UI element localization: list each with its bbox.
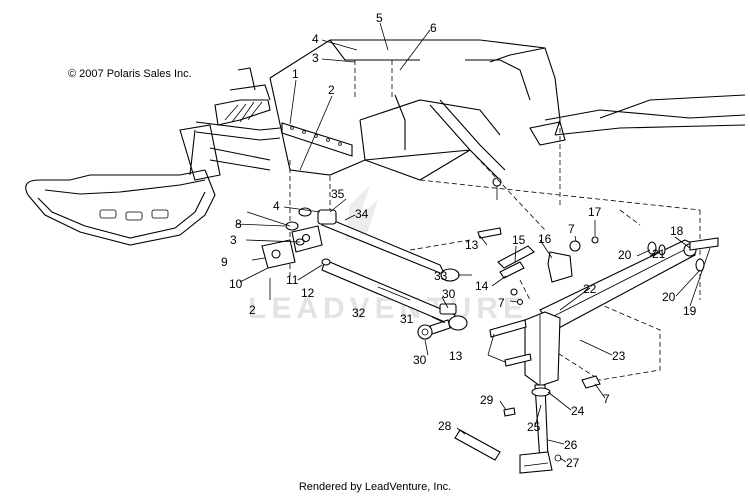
callout-7b: 7 [568, 222, 575, 236]
callout-5: 5 [376, 11, 383, 25]
callout-25: 25 [527, 420, 541, 434]
callout-12: 12 [301, 286, 315, 300]
callout-29: 29 [480, 393, 494, 407]
callout-4: 4 [312, 32, 319, 46]
callout-10: 10 [229, 277, 243, 291]
callout-7a: 7 [498, 296, 505, 310]
callout-24: 24 [571, 404, 585, 418]
callout-17: 17 [588, 205, 602, 219]
watermark-text: LEADVENTURE [248, 292, 528, 325]
callout-4b: 4 [273, 199, 280, 213]
callout-20b: 20 [662, 290, 676, 304]
callout-8: 8 [235, 217, 242, 231]
callout-7c: 7 [603, 392, 610, 406]
callout-34: 34 [355, 207, 369, 221]
callout-20a: 20 [618, 248, 632, 262]
callout-31: 31 [400, 312, 414, 326]
leader-lines [235, 22, 711, 463]
callout-27: 27 [566, 456, 580, 470]
callout-2: 2 [328, 83, 335, 97]
callout-11: 11 [286, 273, 299, 287]
chassis-drawing [269, 39, 746, 381]
callout-30b: 30 [413, 353, 427, 367]
callout-6: 6 [430, 21, 437, 35]
callout-15: 15 [512, 233, 526, 247]
callout-18: 18 [670, 224, 684, 238]
callout-26: 26 [564, 438, 578, 452]
callout-16: 16 [538, 232, 552, 246]
callout-13: 13 [465, 238, 479, 252]
callout-33: 33 [434, 269, 448, 283]
ski-assembly-drawing [25, 67, 281, 246]
footer-credit: Rendered by LeadVenture, Inc. [299, 481, 451, 493]
callout-1: 1 [292, 67, 299, 81]
callout-3b: 3 [230, 233, 237, 247]
callout-labels: 1 2 3 4 5 6 8 4 3 9 10 11 12 2 35 34 32 … [221, 11, 697, 470]
callout-14: 14 [475, 279, 489, 293]
callout-30: 30 [442, 287, 456, 301]
callout-28: 28 [438, 419, 452, 433]
radius-rods-drawing [261, 207, 468, 340]
callout-32: 32 [352, 306, 366, 320]
callout-3: 3 [312, 51, 319, 65]
callout-2b: 2 [249, 303, 256, 317]
callout-23: 23 [612, 349, 626, 363]
watermark: LEADVENTURE [248, 185, 528, 325]
callout-13b: 13 [449, 349, 463, 363]
steering-spindle-drawing [454, 227, 719, 474]
callout-35: 35 [331, 187, 345, 201]
callout-19: 19 [683, 304, 697, 318]
callout-22: 22 [583, 282, 597, 296]
copyright-text: © 2007 Polaris Sales Inc. [68, 68, 192, 80]
callout-9: 9 [221, 255, 228, 269]
callout-21: 21 [652, 247, 666, 261]
